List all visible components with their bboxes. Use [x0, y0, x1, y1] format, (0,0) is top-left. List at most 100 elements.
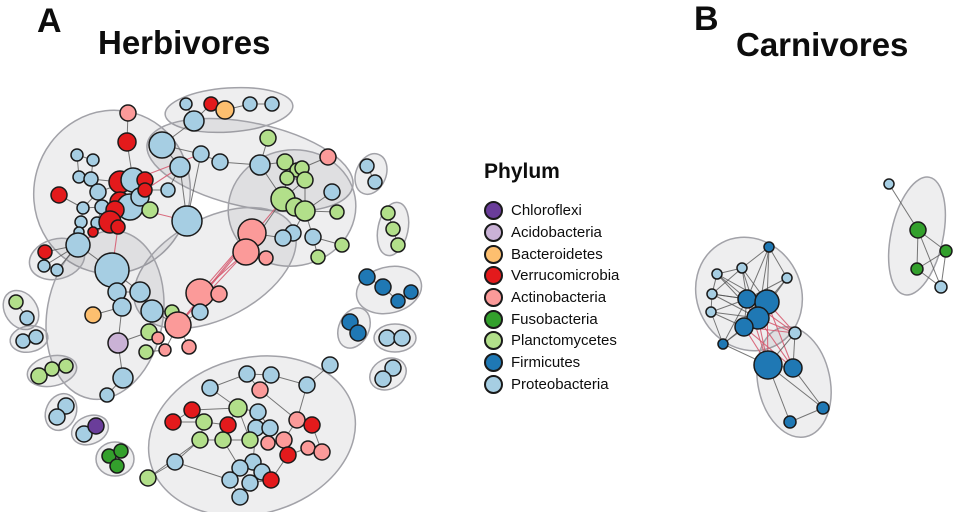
phylum-label: Acidobacteria — [511, 224, 602, 242]
network-node — [883, 178, 895, 190]
network-node — [737, 289, 757, 309]
network-edge — [711, 267, 743, 295]
network-node — [107, 332, 129, 354]
network-node — [86, 153, 100, 167]
legend-item: Acidobacteria — [484, 222, 619, 244]
phylum-color-swatch — [484, 309, 503, 329]
network-node — [195, 413, 213, 431]
network-node — [48, 408, 66, 426]
network-node — [30, 367, 48, 385]
network-node — [192, 145, 210, 163]
network-node — [313, 443, 331, 461]
network-node — [349, 324, 367, 342]
network-node — [939, 244, 953, 258]
network-node — [249, 403, 267, 421]
phylum-label: Actinobacteria — [511, 289, 607, 307]
network-node — [166, 453, 184, 471]
network-node — [89, 183, 107, 201]
network-node — [294, 200, 316, 222]
network-node — [179, 97, 193, 111]
network-node — [241, 431, 259, 449]
network-node — [321, 356, 339, 374]
network-node — [242, 96, 258, 112]
network-node — [249, 154, 271, 176]
legend-item: Fusobacteria — [484, 308, 619, 330]
network-node — [288, 411, 306, 429]
network-node — [191, 431, 209, 449]
network-node — [119, 104, 137, 122]
phylum-label: Proteobacteria — [511, 375, 609, 393]
network-node — [65, 232, 91, 258]
network-node — [8, 294, 24, 310]
network-node — [191, 303, 209, 321]
network-node — [403, 284, 419, 300]
network-node — [783, 358, 803, 378]
network-node — [241, 474, 259, 492]
network-node — [231, 459, 249, 477]
network-node — [251, 381, 269, 399]
network-node — [296, 171, 314, 189]
panel-a-label: A — [37, 2, 62, 40]
network-node — [393, 329, 411, 347]
network-node — [76, 201, 90, 215]
phylum-label: Planctomycetes — [511, 332, 617, 350]
network-node — [112, 297, 132, 317]
network-node — [390, 237, 406, 253]
network-node — [705, 306, 717, 318]
network-node — [137, 182, 153, 198]
phylum-color-swatch — [484, 374, 503, 394]
network-node — [816, 401, 830, 415]
network-edge — [174, 461, 231, 481]
network-node — [110, 219, 126, 235]
legend-item: Proteobacteria — [484, 374, 619, 396]
phylum-label: Verrucomicrobia — [511, 267, 620, 285]
network-node — [19, 310, 35, 326]
network-node — [259, 129, 277, 147]
legend-item: Chloroflexi — [484, 200, 619, 222]
network-node — [164, 311, 192, 339]
network-node — [15, 333, 31, 349]
network-node — [231, 488, 249, 506]
network-node — [261, 419, 279, 437]
network-node — [58, 358, 74, 374]
network-node — [783, 415, 797, 429]
network-node — [334, 237, 350, 253]
legend-item: Firmicutes — [484, 352, 619, 374]
network-node — [390, 293, 406, 309]
network-node — [374, 278, 392, 296]
network-node — [319, 148, 337, 166]
network-node — [374, 370, 392, 388]
phylum-color-swatch — [484, 201, 503, 221]
network-node — [129, 281, 151, 303]
network-node — [148, 131, 176, 159]
network-node — [113, 443, 129, 459]
network-node — [164, 413, 182, 431]
network-node — [158, 343, 172, 357]
network-node — [185, 278, 215, 308]
network-node — [183, 110, 205, 132]
network-node — [711, 268, 723, 280]
legend-item: Bacteroidetes — [484, 243, 619, 265]
legend-item: Verrucomicrobia — [484, 265, 619, 287]
network-node — [74, 215, 88, 229]
network-node — [310, 249, 326, 265]
network-node — [84, 306, 102, 324]
phylum-label: Chloroflexi — [511, 202, 582, 220]
phylum-color-swatch — [484, 266, 503, 286]
network-node — [228, 398, 248, 418]
network-node — [94, 252, 130, 288]
network-edge-rose — [743, 326, 794, 369]
network-node — [117, 132, 137, 152]
network-edge — [888, 183, 919, 231]
legend-item: Planctomycetes — [484, 330, 619, 352]
network-node — [171, 205, 203, 237]
network-node — [140, 299, 164, 323]
network-node — [37, 244, 53, 260]
network-node — [214, 431, 232, 449]
network-node — [211, 153, 229, 171]
phylum-color-swatch — [484, 288, 503, 308]
network-node — [201, 379, 219, 397]
network-node — [300, 440, 316, 456]
